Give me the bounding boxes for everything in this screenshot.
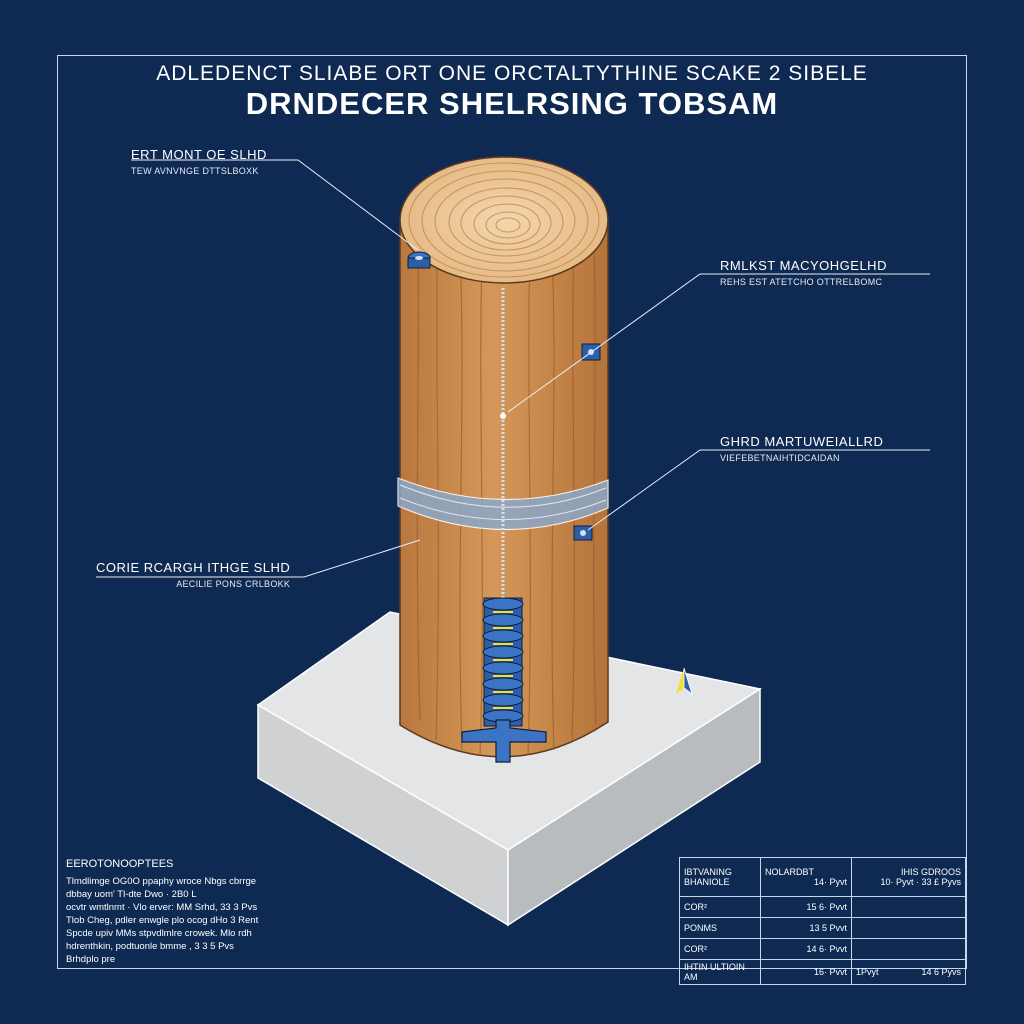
notes-heading: EEROTONOOPTEES xyxy=(66,858,174,870)
callout-label: CORIE RCARGH ITHGE SLHD xyxy=(96,560,291,575)
notes-block: EEROTONOOPTEES Tlmdlimge OG0O ppaphy wro… xyxy=(66,858,366,966)
table-header-text: NOLARDBT xyxy=(765,867,815,877)
spec-table: IBTVANING BHANIOLE NOLARDBT 14· Pyvt IHI… xyxy=(679,857,966,985)
table-header-subtext: 14· Pyvt xyxy=(813,877,847,887)
table-cell-text: 14 6 Pyvs xyxy=(921,967,961,977)
callout-label: GHRD MARTUWEIALLRD xyxy=(720,434,884,449)
bolt-icon xyxy=(573,525,593,541)
callout-band: GHRD MARTUWEIALLRD VIEFEBETNAIHTIDCAIDAN xyxy=(720,434,883,463)
notes-line: Tlob Cheg, pdler enwgle plo ocog dHo 3 R… xyxy=(66,915,259,926)
table-cell xyxy=(851,938,966,960)
table-cell: PONMS xyxy=(679,917,761,939)
callout-sublabel: TEW AVNVNGE DTTSLBOXK xyxy=(131,166,259,176)
drawing-title: DRNDECER SHELRSING TOBSAM xyxy=(245,86,779,121)
bolt-icon xyxy=(407,251,431,269)
north-arrow-icon xyxy=(676,667,693,696)
table-cell: COR² xyxy=(679,896,761,918)
table-row: IHTIN ULTIOIN AM 16· Pvvt 1Pvyt 14 6 Pyv… xyxy=(679,959,966,985)
callout-rod: RMLKST MACYOHGELHD REHS EST ATETCHO OTTR… xyxy=(720,258,887,287)
callout-sublabel: VIEFEBETNAIHTIDCAIDAN xyxy=(720,453,840,463)
table-cell xyxy=(851,917,966,939)
table-cell-text: 1Pvyt xyxy=(856,967,879,977)
table-cell: 1Pvyt 14 6 Pyvs xyxy=(851,959,966,985)
table-header-subtext: 10· Pyvt · 33 £ Pyvs xyxy=(880,877,961,887)
drawing-subtitle: ADLEDENCT SLIABE ORT ONE ORCTALTYTHINE S… xyxy=(156,62,868,85)
table-row: COR² 15 6· Pvvt xyxy=(679,896,966,918)
table-row: COR² 14 6· Pvvt xyxy=(679,938,966,960)
notes-line: hdrenthkin, podtuonle bmme , 3 3 5 Pvs xyxy=(66,941,234,952)
table-row: PONMS 13 5 Pvvt xyxy=(679,917,966,939)
metal-band xyxy=(397,477,609,531)
table-cell: 13 5 Pvvt xyxy=(760,917,852,939)
notes-line: Tlmdlimge OG0O ppaphy wroce Nbgs cbrrge xyxy=(66,876,257,887)
table-cell xyxy=(851,896,966,918)
table-cell: 14 6· Pvvt xyxy=(760,938,852,960)
callout-sublabel: REHS EST ATETCHO OTTRELBOMC xyxy=(720,277,883,287)
table-header-cell: NOLARDBT 14· Pyvt xyxy=(760,857,852,897)
notes-line: Spcde upiv MMs stpvdlmlre crowek. Mlo rd… xyxy=(66,928,252,939)
table-cell: COR² xyxy=(679,938,761,960)
table-header-cell: IBTVANING BHANIOLE xyxy=(679,857,761,897)
spring-assembly xyxy=(461,597,547,763)
table-cell: 16· Pvvt xyxy=(760,959,852,985)
callout-leaders xyxy=(96,159,930,578)
callout-top-bolt: ERT MONT OE SLHD TEW AVNVNGE DTTSLBOXK xyxy=(131,147,267,176)
table-header-text: IHIS GDROOS xyxy=(900,867,961,877)
table-header-cell: IHIS GDROOS 10· Pyvt · 33 £ Pyvs xyxy=(851,857,966,897)
notes-line: Brhdplo pre xyxy=(66,954,116,965)
table-cell: IHTIN ULTIOIN AM xyxy=(679,959,761,985)
table-header-row: IBTVANING BHANIOLE NOLARDBT 14· Pyvt IHI… xyxy=(679,857,966,897)
callout-core: CORIE RCARGH ITHGE SLHD AECILIE PONS CRL… xyxy=(96,560,290,589)
table-cell: 15 6· Pvvt xyxy=(760,896,852,918)
callout-label: RMLKST MACYOHGELHD xyxy=(720,258,887,273)
notes-line: dbbay uom' Tl-dte Dwo · 2B0 L xyxy=(66,889,197,900)
callout-label: ERT MONT OE SLHD xyxy=(131,147,267,162)
blueprint-frame xyxy=(57,55,967,969)
table-header-text: IBTVANING BHANIOLE xyxy=(684,867,732,887)
notes-line: ocvtr wmtlnmt · Vlo erver: MM Srhd, 33 3… xyxy=(66,902,258,913)
callout-sublabel: AECILIE PONS CRLBOKK xyxy=(176,579,291,589)
